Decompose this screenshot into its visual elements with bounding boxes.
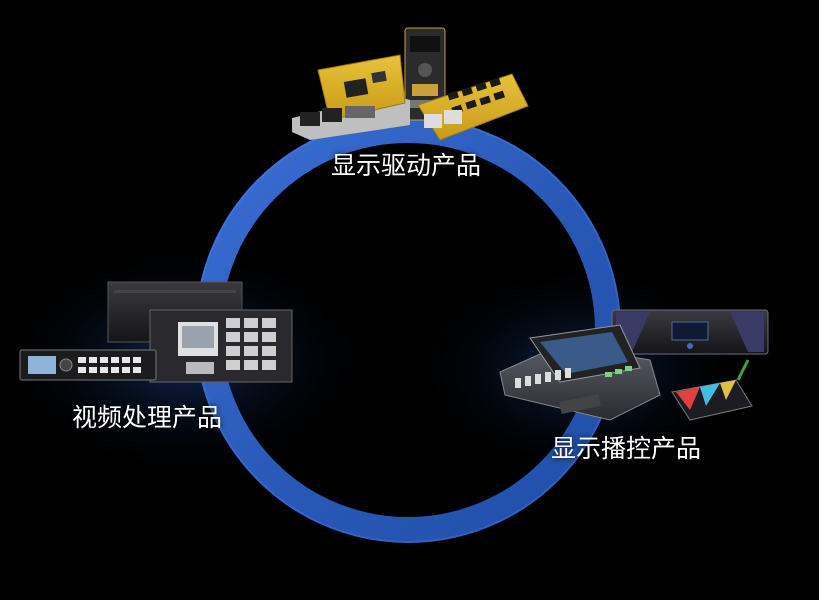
display-driver-products-label: 显示驱动产品 xyxy=(331,151,482,180)
pcb-cards-icon xyxy=(292,27,529,141)
control-console-icon xyxy=(499,309,769,421)
video-processing-products-label: 视频处理产品 xyxy=(72,403,223,432)
display-playback-control-products-label: 显示播控产品 xyxy=(551,434,702,463)
video-processor-icon xyxy=(19,281,293,383)
